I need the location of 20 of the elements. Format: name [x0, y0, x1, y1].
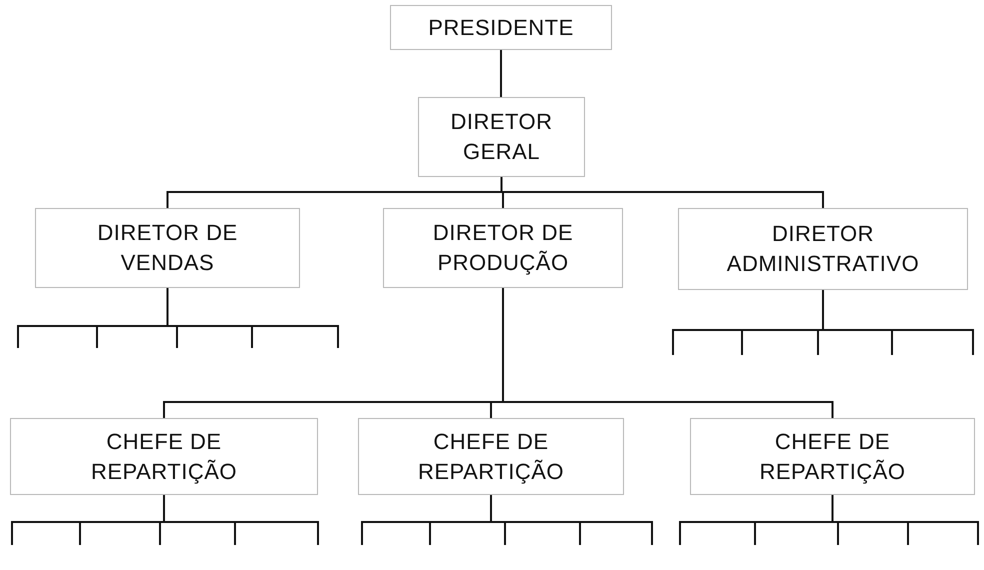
- position-title: CHEFE DE REPARTIÇÃO: [417, 428, 565, 486]
- org-box: [390, 5, 612, 50]
- connector-line: [500, 50, 502, 97]
- org-box: [678, 208, 968, 290]
- connector-line: [500, 177, 824, 208]
- org-box: [10, 418, 318, 495]
- position-title: DIRETOR ADMINISTRATIVO: [726, 220, 920, 278]
- connector-line: [490, 495, 653, 545]
- position-title: DIRETOR DE VENDAS: [96, 219, 239, 277]
- position-title: DIRETOR GERAL: [449, 108, 554, 166]
- connector-line: [832, 495, 979, 545]
- position-title: PRESIDENTE: [428, 14, 574, 42]
- org-box: [383, 208, 623, 288]
- org-box: [35, 208, 300, 288]
- org-box: [358, 418, 624, 495]
- org-box: [418, 97, 585, 177]
- position-title: DIRETOR DE PRODUÇÃO: [432, 219, 574, 277]
- position-title: CHEFE DE REPARTIÇÃO: [758, 428, 906, 486]
- position-title: CHEFE DE REPARTIÇÃO: [90, 428, 238, 486]
- org-box: [690, 418, 975, 495]
